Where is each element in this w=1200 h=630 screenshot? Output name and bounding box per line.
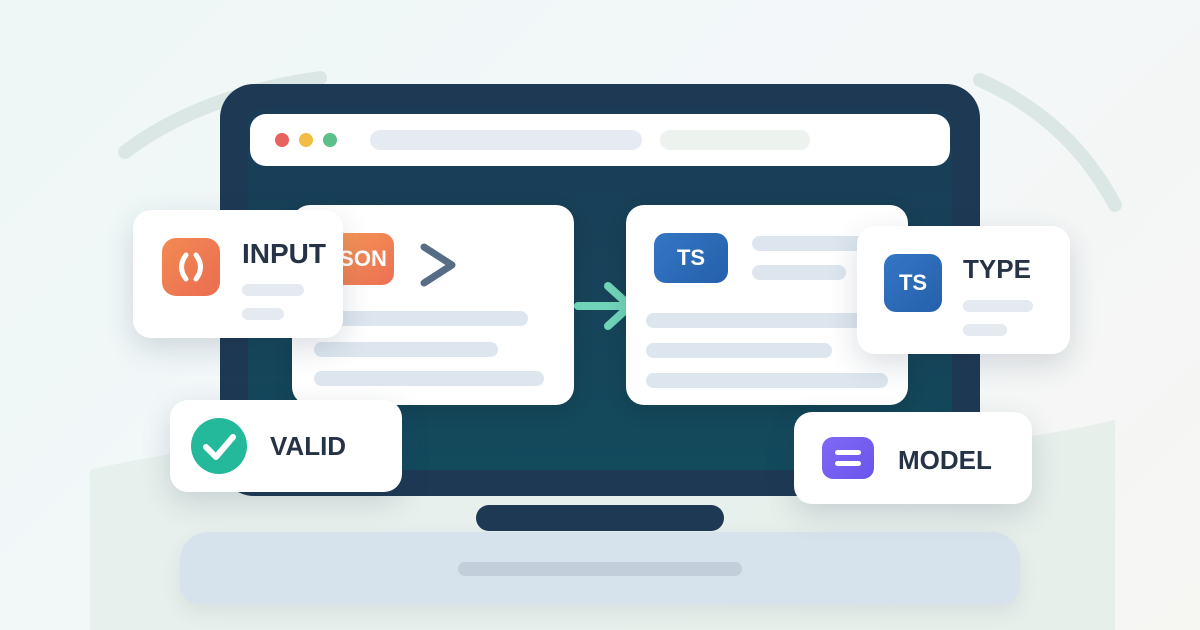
list-icon <box>822 437 874 479</box>
text-line <box>646 313 866 328</box>
input-card: INPUT <box>133 210 343 338</box>
ts-badge: TS <box>654 233 728 283</box>
maximize-window-dot[interactable] <box>323 133 337 147</box>
text-line <box>646 373 888 388</box>
laptop-base-groove <box>458 562 742 576</box>
type-ts-badge: TS <box>884 254 942 312</box>
text-line <box>314 311 528 326</box>
model-card: MODEL <box>794 412 1032 504</box>
check-circle-icon <box>191 418 247 474</box>
valid-card: VALID <box>170 400 402 492</box>
model-label: MODEL <box>898 445 992 475</box>
laptop-hinge <box>476 505 724 531</box>
valid-label: VALID <box>270 431 347 461</box>
text-line <box>314 371 544 386</box>
close-window-dot[interactable] <box>275 133 289 147</box>
text-line <box>242 308 284 320</box>
tab-placeholder <box>660 130 810 150</box>
braces-icon <box>162 238 220 296</box>
browser-toolbar <box>250 114 950 166</box>
input-label: INPUT <box>242 238 326 269</box>
text-line <box>314 342 498 357</box>
chevron-right-icon <box>420 243 456 287</box>
type-card: TS TYPE <box>857 226 1070 354</box>
text-line <box>752 265 846 280</box>
address-bar[interactable] <box>370 130 642 150</box>
type-label: TYPE <box>963 254 1031 284</box>
text-line <box>242 284 304 296</box>
text-line <box>752 236 872 251</box>
text-line <box>646 343 832 358</box>
minimize-window-dot[interactable] <box>299 133 313 147</box>
text-line <box>963 300 1033 312</box>
text-line <box>963 324 1007 336</box>
